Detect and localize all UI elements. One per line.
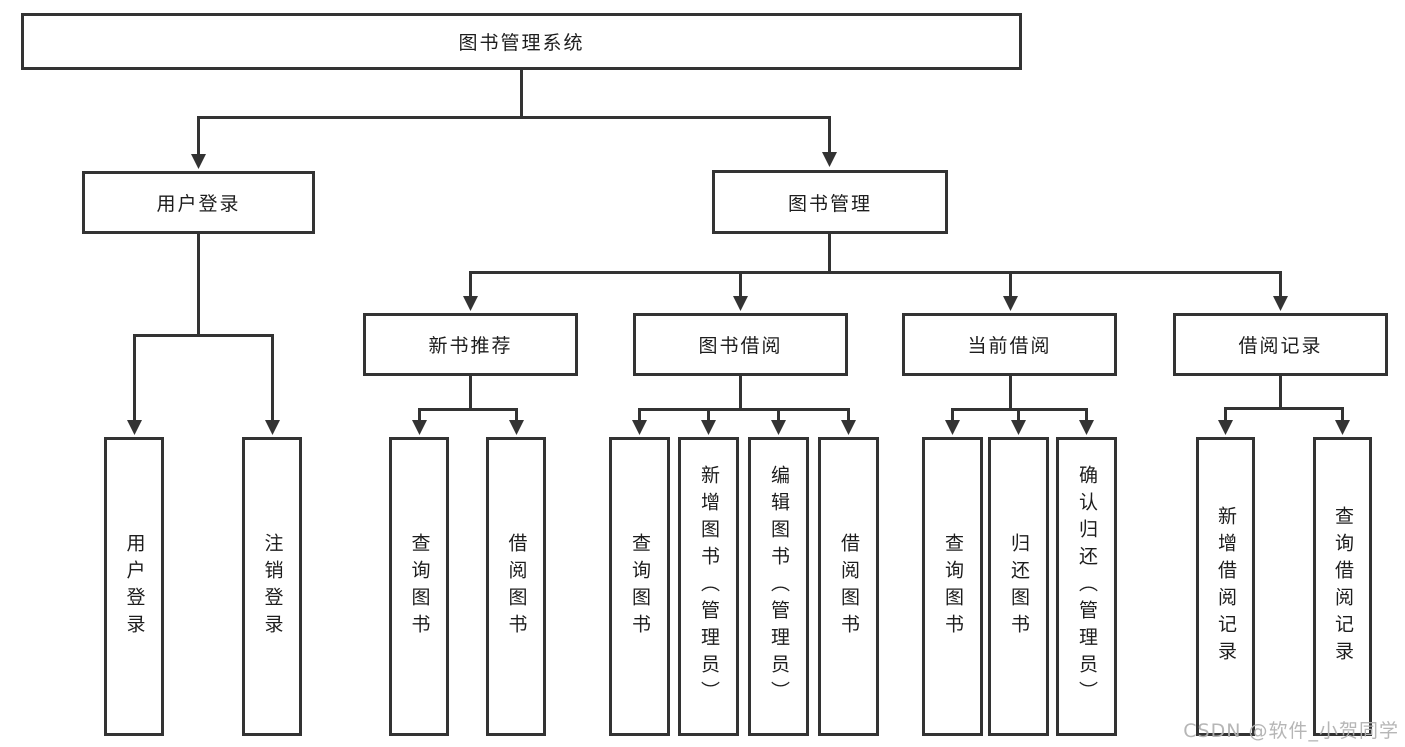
node-book-management: 图书管理 xyxy=(712,170,948,234)
connector-lines xyxy=(134,69,1343,411)
leaf-user-login-label: 用户登录 xyxy=(123,532,146,641)
leaf-add-borrow-record: 新增借阅记录 xyxy=(1196,437,1255,736)
leaf-query-borrow-record-label: 查询借阅记录 xyxy=(1331,505,1354,668)
leaf-current-query-books: 查询图书 xyxy=(922,437,983,736)
node-current-borrowing: 当前借阅 xyxy=(902,313,1117,376)
leaf-recommend-borrow-books-label: 借阅图书 xyxy=(505,532,528,641)
node-book-borrowing-label: 图书借阅 xyxy=(698,335,783,357)
leaf-recommend-query-books: 查询图书 xyxy=(389,437,449,736)
leaf-borrow-books-label: 借阅图书 xyxy=(837,532,860,641)
leaf-recommend-borrow-books: 借阅图书 xyxy=(486,437,546,736)
node-borrowing-records-label: 借阅记录 xyxy=(1238,335,1323,357)
leaf-borrowing-query-books: 查询图书 xyxy=(609,437,670,736)
leaf-confirm-return-admin-label: 确认归还（管理员） xyxy=(1075,465,1098,708)
leaf-confirm-return-admin: 确认归还（管理员） xyxy=(1056,437,1117,736)
node-book-borrowing: 图书借阅 xyxy=(633,313,848,376)
leaf-user-login: 用户登录 xyxy=(104,437,164,736)
leaf-return-books-label: 归还图书 xyxy=(1007,532,1030,641)
node-user-login: 用户登录 xyxy=(82,171,315,234)
leaf-edit-books-admin: 编辑图书（管理员） xyxy=(748,437,809,736)
leaf-current-query-books-label: 查询图书 xyxy=(941,532,964,641)
leaf-add-books-admin: 新增图书（管理员） xyxy=(678,437,739,736)
leaf-logout-label: 注销登录 xyxy=(261,532,284,641)
leaf-return-books: 归还图书 xyxy=(988,437,1049,736)
leaf-recommend-query-books-label: 查询图书 xyxy=(408,532,431,641)
node-new-book-recommend-label: 新书推荐 xyxy=(428,335,513,357)
leaf-logout: 注销登录 xyxy=(242,437,302,736)
node-borrowing-records: 借阅记录 xyxy=(1173,313,1388,376)
node-current-borrowing-label: 当前借阅 xyxy=(967,335,1052,357)
node-library-system-label: 图书管理系统 xyxy=(458,32,585,54)
node-user-login-label: 用户登录 xyxy=(156,193,241,215)
csdn-watermark: CSDN @软件_小贺同学 xyxy=(1183,720,1399,742)
leaf-borrowing-query-books-label: 查询图书 xyxy=(628,532,651,641)
connector-arrows xyxy=(127,116,1350,435)
leaf-query-borrow-record: 查询借阅记录 xyxy=(1313,437,1372,736)
leaf-edit-books-admin-label: 编辑图书（管理员） xyxy=(767,465,790,708)
node-library-system: 图书管理系统 xyxy=(21,13,1022,70)
leaf-add-books-admin-label: 新增图书（管理员） xyxy=(697,465,720,708)
leaf-borrow-books: 借阅图书 xyxy=(818,437,879,736)
node-book-management-label: 图书管理 xyxy=(787,192,872,215)
node-new-book-recommend: 新书推荐 xyxy=(363,313,578,376)
leaf-add-borrow-record-label: 新增借阅记录 xyxy=(1214,505,1237,668)
